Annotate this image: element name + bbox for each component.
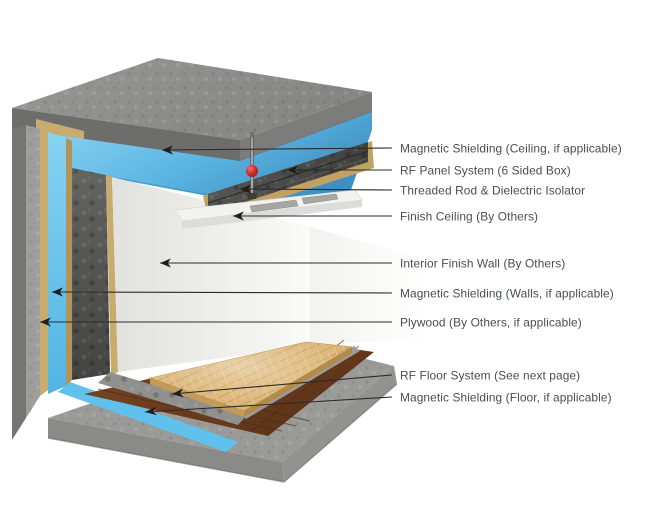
callout-labels: Magnetic Shielding (Ceiling, if applicab…	[40, 141, 622, 416]
leader-line	[51, 291, 393, 294]
magnetic-shielding-wall-layer	[48, 132, 66, 394]
threaded-rod-assembly	[246, 132, 258, 199]
label-text: Magnetic Shielding (Ceiling, if applicab…	[400, 141, 622, 155]
finish-ceiling-underside	[182, 200, 362, 229]
arrowhead-icon	[287, 165, 298, 175]
callout-row: Threaded Rod & Dielectric Isolator	[239, 183, 585, 197]
arrowhead-icon	[240, 184, 251, 194]
concrete-ceiling-slab	[11, 58, 373, 162]
ceiling-slab-texture	[12, 58, 372, 140]
label-text: Magnetic Shielding (Walls, if applicable…	[400, 286, 614, 300]
label-text: Plywood (By Others, if applicable)	[400, 315, 582, 329]
wall-furring-strip	[106, 175, 118, 376]
wall-plywood-layer	[40, 129, 48, 396]
arrowhead-icon	[162, 145, 173, 155]
rf-panel-rivet	[328, 161, 332, 165]
leader-line	[161, 147, 393, 151]
arrowhead-icon	[145, 406, 157, 416]
label-text: RF Panel System (6 Sided Box)	[400, 163, 571, 177]
leader-line	[239, 188, 393, 191]
rf-panel-rivet	[288, 174, 292, 178]
finish-ceiling	[174, 189, 363, 229]
ceiling-channel-bar	[301, 193, 339, 205]
arrowhead-icon	[52, 287, 63, 297]
arrowhead-icon	[233, 211, 244, 221]
label-text: Finish Ceiling (By Others)	[400, 209, 538, 223]
callout-row: Magnetic Shielding (Walls, if applicable…	[51, 286, 614, 300]
interior-finish-wall	[112, 177, 310, 372]
callout-row: RF Panel System (6 Sided Box)	[287, 163, 571, 177]
ceiling-slab-face-right	[240, 92, 372, 161]
label-text: RF Floor System (See next page)	[400, 368, 580, 382]
ceiling-channel-bar	[249, 199, 299, 213]
rf-floor-plate-texture	[98, 372, 248, 425]
wall-concrete-outer-face	[12, 125, 26, 440]
wall-inner-plywood-strip	[66, 138, 72, 386]
callout-row: Interior Finish Wall (By Others)	[160, 256, 565, 270]
leader-line	[171, 374, 393, 395]
rf-panel-wall-texture	[72, 168, 110, 380]
arrowhead-icon	[160, 258, 171, 268]
parquet-sheen	[150, 342, 352, 411]
interior-back-glow	[310, 227, 428, 346]
floor-slab-face-left	[48, 418, 284, 482]
rf-panel-seam	[207, 150, 369, 204]
left-wall-assembly	[12, 125, 118, 440]
label-text: Threaded Rod & Dielectric Isolator	[400, 183, 585, 197]
arrowhead-icon	[40, 317, 51, 327]
floor-slab-bottom-edge	[47, 383, 398, 483]
magnetic-shielding-floor-layer	[58, 382, 238, 452]
label-text: Magnetic Shielding (Floor, if applicable…	[400, 390, 612, 404]
wall-concrete-texture	[26, 125, 40, 418]
rf-panel-seam-2	[207, 157, 369, 211]
callout-row: Magnetic Shielding (Ceiling, if applicab…	[161, 141, 622, 155]
rod-nut	[247, 193, 257, 199]
callout-row: Magnetic Shielding (Floor, if applicable…	[144, 390, 612, 416]
callout-row: Finish Ceiling (By Others)	[233, 209, 538, 223]
callout-row: RF Floor System (See next page)	[171, 368, 580, 398]
floor-slab-face-right	[282, 366, 397, 482]
leader-line	[144, 396, 393, 413]
ceiling-slab-face-left	[12, 108, 240, 161]
dielectric-isolator	[246, 165, 258, 177]
callout-row: Plywood (By Others, if applicable)	[40, 315, 582, 329]
parquet-edge-right	[244, 347, 352, 417]
arrowhead-icon	[172, 388, 184, 398]
label-text: Interior Finish Wall (By Others)	[400, 256, 565, 270]
